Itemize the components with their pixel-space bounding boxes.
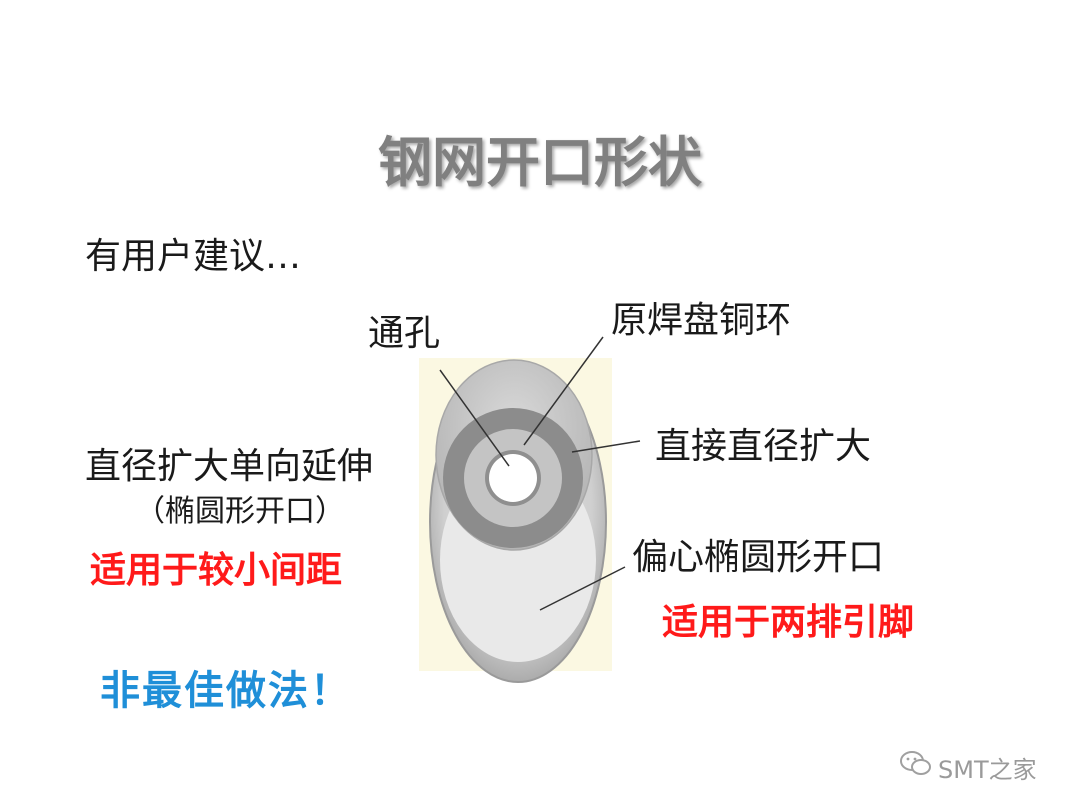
label-via-hole: 通孔: [368, 313, 441, 354]
note-small-pitch: 适用于较小间距: [90, 550, 343, 591]
label-offset-ellipse: 偏心椭圆形开口: [632, 537, 885, 578]
note-two-rows: 适用于两排引脚: [662, 602, 915, 643]
verdict-not-best: 非最佳做法！: [100, 668, 352, 714]
leader-offset-ellipse: [539, 566, 626, 611]
via-hole: [489, 454, 537, 502]
intro-text: 有用户建议…: [85, 236, 302, 277]
watermark-text: SMT之家: [938, 756, 1037, 784]
label-ellipse-note: （椭圆形开口）: [135, 494, 345, 529]
leader-direct-enlarge: [571, 440, 641, 453]
leader-original-pad-ring: [523, 336, 604, 446]
label-original-pad-ring: 原焊盘铜环: [611, 300, 792, 341]
label-diameter-extend: 直径扩大单向延伸: [85, 446, 374, 487]
leader-via-hole: [439, 369, 510, 467]
wechat-icon: [900, 751, 931, 775]
label-direct-enlarge: 直接直径扩大: [655, 426, 872, 467]
slide-title: 钢网开口形状: [378, 131, 702, 194]
